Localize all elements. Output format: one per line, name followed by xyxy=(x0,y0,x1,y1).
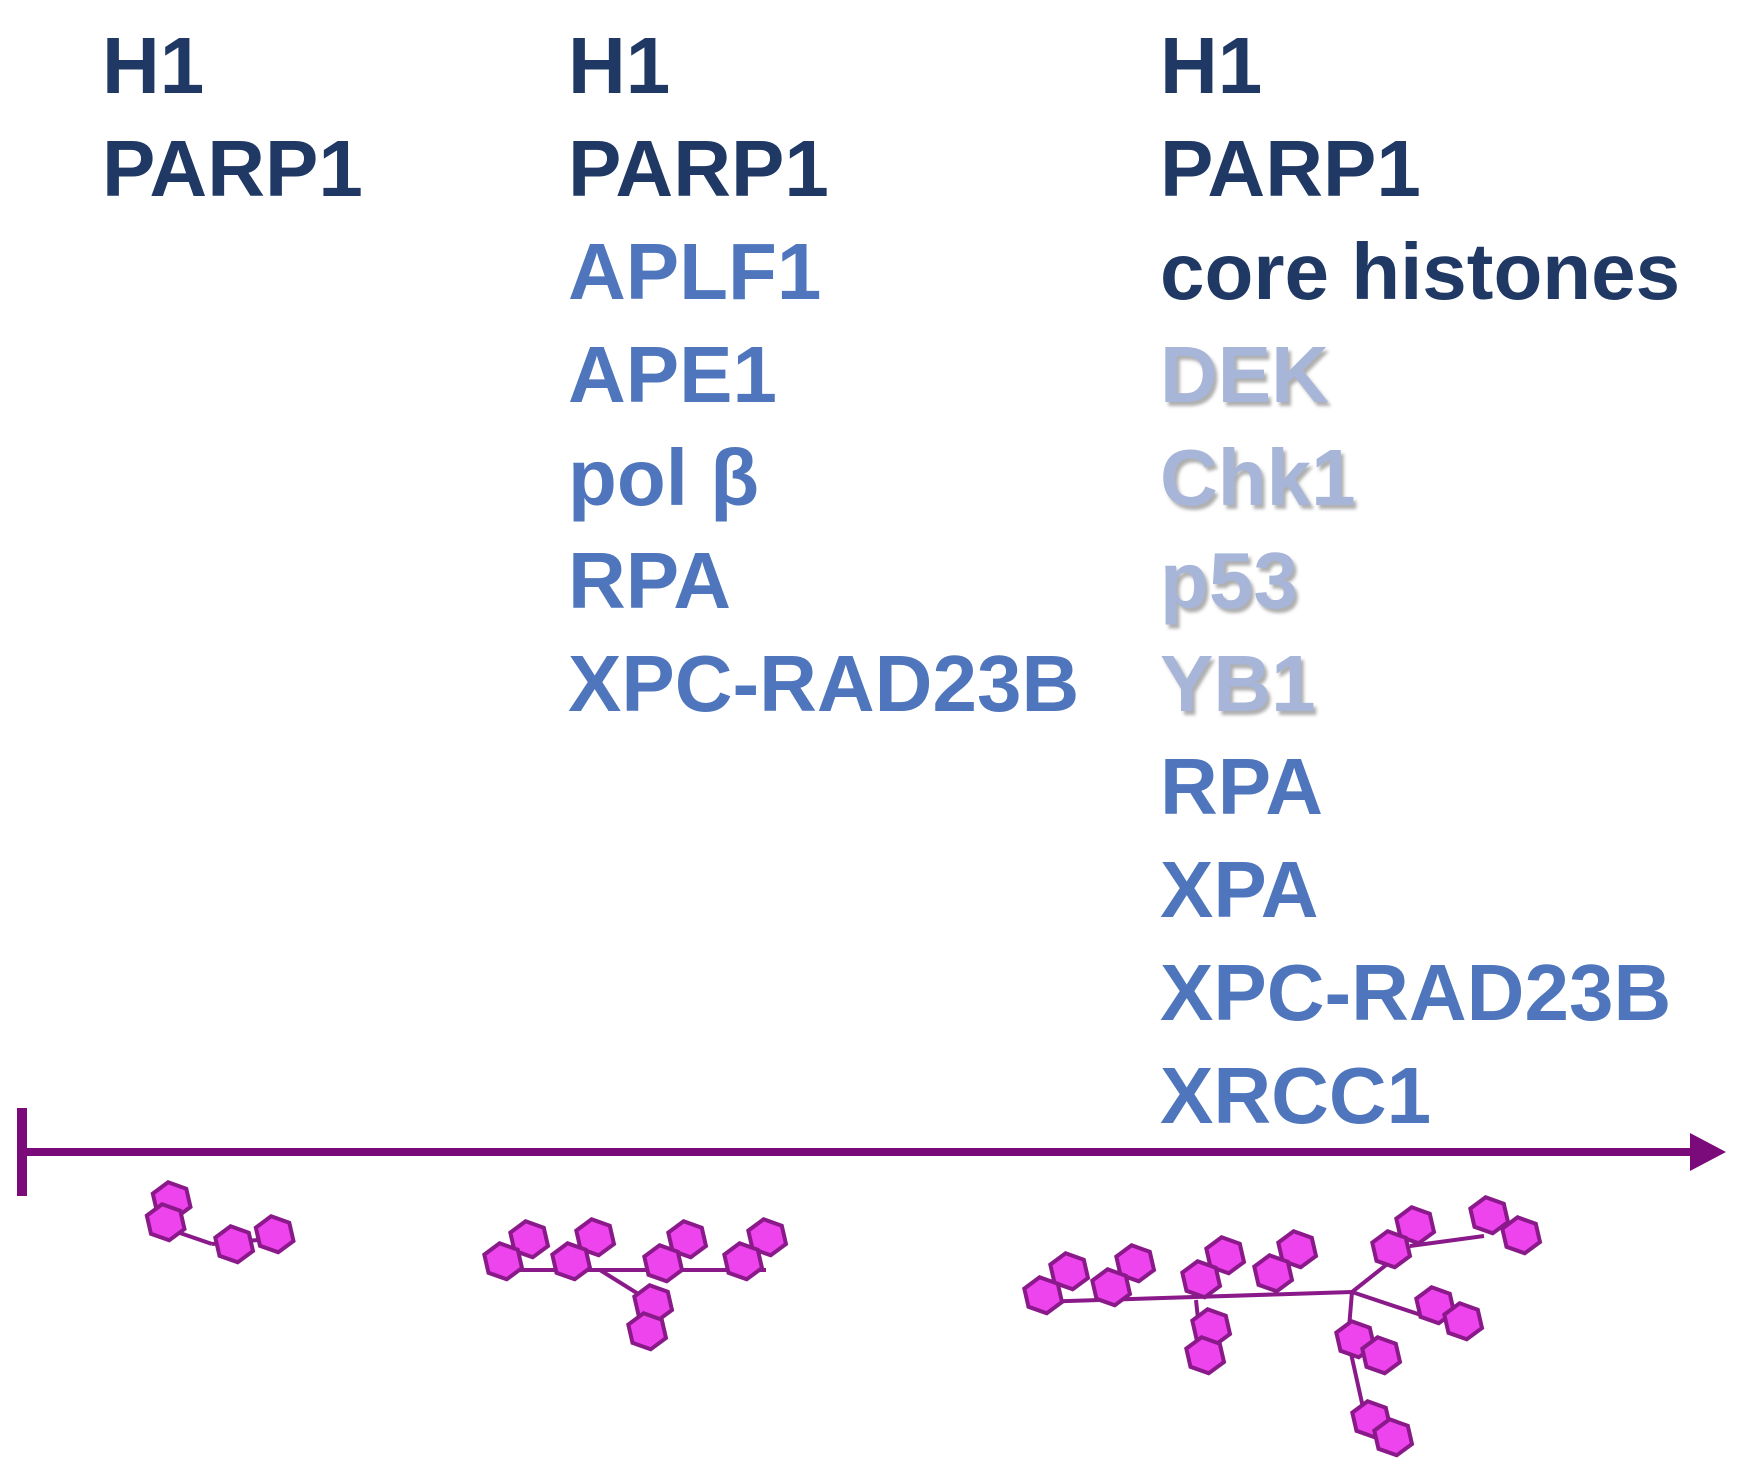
adp-ribose-unit xyxy=(574,1217,617,1258)
adp-ribose-unit xyxy=(642,1243,685,1284)
axis-arrowhead xyxy=(1690,1133,1726,1171)
protein-label: RPA xyxy=(568,536,731,625)
protein-label: PARP1 xyxy=(1160,124,1421,213)
protein-label: H1 xyxy=(568,21,671,110)
adp-ribose-unit xyxy=(1184,1335,1227,1376)
adp-ribose-unit xyxy=(1468,1195,1511,1236)
adp-ribose-unit xyxy=(1360,1335,1403,1376)
protein-label: H1 xyxy=(102,21,205,110)
protein-label: PARP1 xyxy=(568,124,829,213)
adp-ribose-unit xyxy=(1372,1417,1415,1458)
binding-column-long: H1 PARP1 core histones DEK Chk1 p53 YB1 … xyxy=(1160,14,1680,1147)
protein-label: YB1 xyxy=(1160,639,1316,728)
protein-label: PARP1 xyxy=(102,124,363,213)
protein-label: pol β xyxy=(568,433,760,522)
adp-ribose-unit xyxy=(1114,1243,1157,1284)
adp-ribose-unit xyxy=(550,1241,593,1282)
protein-label: Chk1 xyxy=(1160,433,1356,522)
binding-column-medium: H1 PARP1 APLF1 APE1 pol β RPA XPC-RAD23B xyxy=(568,14,1079,735)
par-polymer-long xyxy=(1022,1195,1543,1458)
adp-ribose-unit xyxy=(253,1214,296,1255)
par-polymer-short xyxy=(144,1180,296,1265)
adp-ribose-unit xyxy=(1500,1215,1543,1256)
adp-ribose-unit xyxy=(1252,1253,1295,1294)
adp-ribose-unit xyxy=(626,1311,669,1352)
protein-label: XRCC1 xyxy=(1160,1051,1432,1140)
protein-label: p53 xyxy=(1160,536,1298,625)
protein-label: core histones xyxy=(1160,227,1681,316)
adp-ribose-unit xyxy=(722,1241,765,1282)
adp-ribose-unit xyxy=(1442,1301,1485,1342)
adp-ribose-unit xyxy=(666,1219,709,1260)
adp-ribose-unit xyxy=(1180,1259,1223,1300)
adp-ribose-unit xyxy=(1394,1205,1437,1246)
par-polymer-medium xyxy=(482,1217,789,1352)
adp-ribose-unit xyxy=(1048,1251,1091,1292)
adp-ribose-unit xyxy=(482,1241,525,1282)
protein-label: H1 xyxy=(1160,21,1263,110)
adp-ribose-unit xyxy=(1276,1229,1319,1270)
adp-ribose-unit xyxy=(1204,1235,1247,1276)
binding-column-short: H1 PARP1 xyxy=(102,14,363,220)
protein-label: XPC-RAD23B xyxy=(568,639,1080,728)
protein-label: XPA xyxy=(1160,845,1319,934)
protein-label: APLF1 xyxy=(568,227,822,316)
protein-label: RPA xyxy=(1160,742,1323,831)
adp-ribose-unit xyxy=(508,1219,551,1260)
axis-arrow xyxy=(17,1108,1726,1196)
adp-ribose-unit xyxy=(1090,1267,1133,1308)
adp-ribose-unit xyxy=(144,1202,187,1243)
adp-ribose-unit xyxy=(1370,1229,1413,1270)
adp-ribose-unit xyxy=(213,1224,256,1265)
adp-ribose-unit xyxy=(1022,1275,1065,1316)
adp-ribose-unit xyxy=(746,1217,789,1258)
protein-label: APE1 xyxy=(568,330,777,419)
protein-label: XPC-RAD23B xyxy=(1160,948,1672,1037)
protein-label: DEK xyxy=(1160,330,1329,419)
